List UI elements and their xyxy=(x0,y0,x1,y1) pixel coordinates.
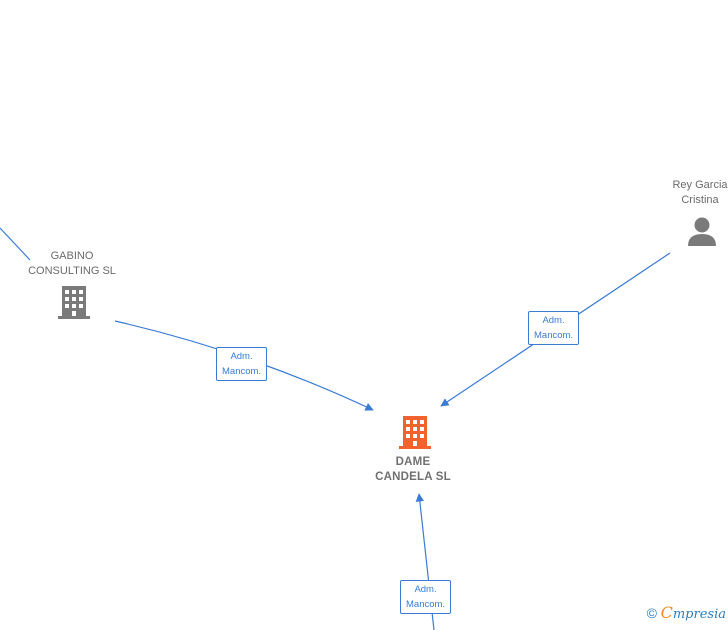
building-icon[interactable] xyxy=(398,414,432,450)
edge-offscreen-left xyxy=(0,227,31,261)
edge-label-rey[interactable]: Adm. Mancom. xyxy=(528,311,580,345)
node-label-line1: DAME xyxy=(395,456,431,468)
building-icon[interactable] xyxy=(57,284,91,320)
node-label-dame[interactable]: DAME CANDELA SL xyxy=(363,455,463,485)
node-label-gabino[interactable]: GABINO CONSULTING SL xyxy=(22,249,122,279)
node-label-line2: CANDELA SL xyxy=(375,471,451,483)
copyright-symbol: © xyxy=(646,605,657,621)
brand-initial: C xyxy=(660,603,673,622)
empresia-watermark: © Cmpresia xyxy=(647,603,726,622)
edge-label-line1: Adm. xyxy=(542,315,565,326)
edge-label-line1: Adm. xyxy=(414,584,437,595)
node-label-line1: Rey Garcia xyxy=(672,179,728,191)
brand-name: mpresia xyxy=(672,607,726,622)
edge-label-bottom[interactable]: Adm. Mancom. xyxy=(400,580,452,614)
node-label-line1: GABINO xyxy=(50,250,94,262)
edge-label-line1: Adm. xyxy=(230,351,253,362)
edge-label-line2: Mancom. xyxy=(534,330,574,341)
person-icon[interactable] xyxy=(686,216,718,246)
edge-label-gabino[interactable]: Adm. Mancom. xyxy=(216,347,268,381)
edge-label-line2: Mancom. xyxy=(406,599,446,610)
node-label-line2: Cristina xyxy=(681,194,719,206)
node-label-rey[interactable]: Rey Garcia Cristina xyxy=(650,178,728,208)
edge-label-line2: Mancom. xyxy=(222,366,262,377)
node-label-line2: CONSULTING SL xyxy=(28,265,116,277)
